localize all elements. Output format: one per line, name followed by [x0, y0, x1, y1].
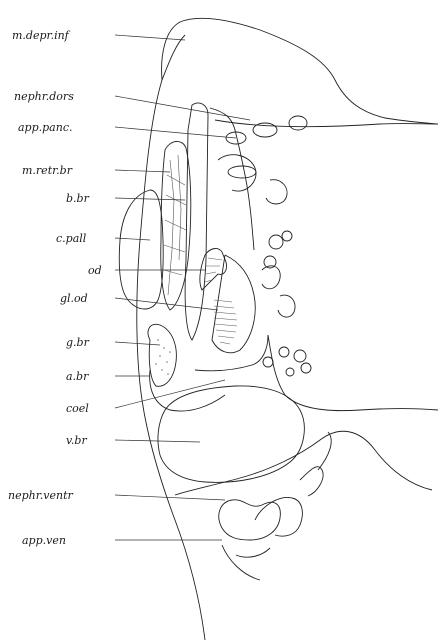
label-coel: coel [66, 402, 89, 415]
label-m-depr-inf: m.depr.inf [12, 29, 71, 42]
label-a-br: a.br [66, 370, 89, 383]
pallial-cavity-outline [119, 190, 163, 309]
pancreatic-lobes [218, 116, 311, 376]
label-nephr-dors: nephr.dors [14, 90, 74, 103]
leader-nephr-dors [115, 96, 250, 120]
inner-body-wall [210, 108, 254, 250]
label-b-br: b.br [66, 192, 90, 205]
branchial-artery [150, 370, 225, 411]
venous-appendage-3 [300, 432, 331, 496]
venous-appendage-1 [219, 500, 281, 540]
branchial-wall [185, 103, 208, 340]
label-m-retr-br: m.retr.br [22, 164, 73, 177]
branchial-ganglion [148, 324, 176, 386]
label-od: od [88, 264, 102, 277]
gland-lamellae [214, 300, 237, 344]
leader-v-br [115, 440, 200, 442]
label-g-br: g.br [66, 336, 90, 349]
label-app-ven: app.ven [22, 534, 66, 547]
label-app-panc: app.panc. [18, 121, 72, 134]
branchial-vein [158, 386, 304, 482]
label-v-br: v.br [66, 434, 87, 447]
outer-body-outline [137, 18, 438, 640]
coelom-boundary [195, 335, 438, 411]
ventral-nephridium-wall [175, 431, 432, 495]
leader-app-panc [115, 127, 236, 138]
label-c-pall: c.pall [56, 232, 87, 245]
venous-appendage-2 [255, 497, 302, 536]
label-nephr-ventr: nephr.ventr [8, 489, 73, 502]
leader-nephr-ventr [115, 495, 225, 500]
leader-m-retr-br [115, 170, 170, 172]
label-gl-od: gl.od [60, 292, 88, 305]
venous-appendage-4 [222, 545, 270, 580]
leader-m-depr-inf [115, 35, 185, 40]
gill-retractor-strands [164, 175, 186, 275]
